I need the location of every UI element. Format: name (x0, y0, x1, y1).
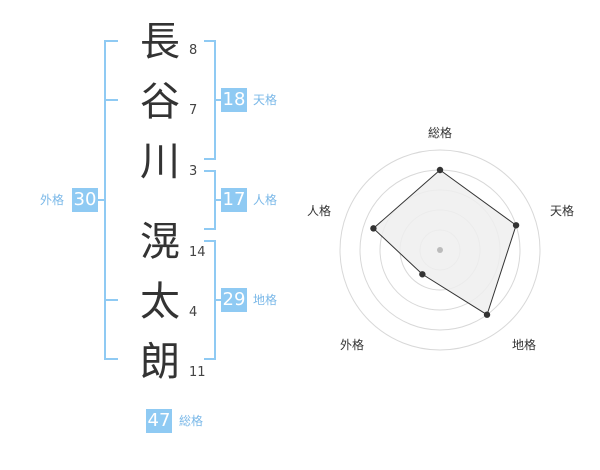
radar-grid-ring (419, 229, 461, 271)
radar-label-soukaku: 総格 (428, 126, 453, 140)
chikaku-value: 29 (221, 288, 247, 312)
radar-label-jinkaku: 人格 (307, 204, 332, 218)
stroke-count-3: 3 (189, 164, 198, 179)
tenkaku-value: 18 (221, 88, 247, 112)
name-char-1: 長 (140, 19, 180, 65)
stroke-count-5: 4 (189, 305, 198, 320)
tenkaku-label: 天格 (253, 93, 278, 107)
radar-point-4 (419, 271, 426, 278)
name-char-5: 太 (140, 279, 180, 325)
stroke-count-4: 14 (189, 245, 206, 260)
stroke-count-2: 7 (189, 103, 198, 118)
stroke-count-1: 8 (189, 43, 198, 58)
radar-point-5 (370, 225, 377, 232)
name-char-2: 谷 (140, 79, 180, 125)
radar-center-dot (437, 247, 443, 253)
radar-point-1 (436, 166, 444, 174)
radar-label-tenkaku: 天格 (550, 204, 575, 218)
radar-polygon (372, 169, 517, 316)
jinkaku-label: 人格 (253, 193, 278, 207)
chikaku-label: 地格 (253, 293, 278, 307)
radar-grid-ring (379, 189, 501, 311)
radar-label-gaikaku: 外格 (340, 338, 365, 352)
jinkaku-value: 17 (221, 188, 247, 212)
radar-grid-ring (339, 149, 541, 351)
radar-point-2 (512, 222, 520, 229)
radar-label-chikaku: 地格 (512, 338, 537, 352)
name-char-6: 朗 (140, 339, 180, 385)
stroke-count-6: 11 (189, 365, 206, 380)
soukaku-value: 47 (146, 409, 172, 433)
soukaku-label: 総格 (179, 414, 204, 428)
radar-point-3 (483, 311, 491, 318)
name-char-4: 滉 (140, 219, 180, 265)
radar-grid-ring (359, 169, 521, 331)
name-char-3: 川 (140, 139, 180, 185)
gaikaku-value: 30 (72, 188, 98, 212)
gaikaku-label: 外格 (40, 193, 65, 207)
radar-grid-ring (399, 209, 481, 291)
